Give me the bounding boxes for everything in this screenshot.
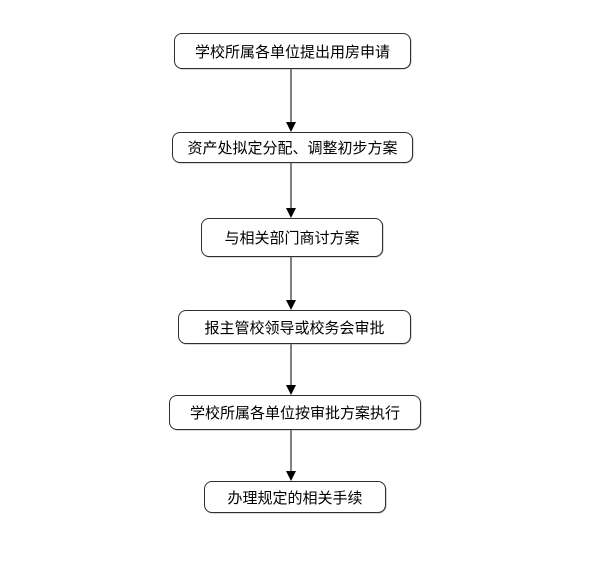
arrow-head-icon: [285, 385, 296, 395]
flow-node-draft-plan: 资产处拟定分配、调整初步方案: [172, 132, 413, 163]
flow-node-housing-request: 学校所属各单位提出用房申请: [174, 33, 411, 69]
arrow-down-connector-3: [285, 257, 296, 310]
arrow-head-icon: [285, 471, 296, 481]
arrow-head-icon: [285, 208, 296, 218]
arrow-head-icon: [285, 300, 296, 310]
connector-line: [289, 344, 292, 385]
flow-node-discuss-plan: 与相关部门商讨方案: [201, 218, 383, 257]
connector-line: [289, 430, 292, 471]
connector-line: [289, 163, 292, 208]
arrow-down-connector-1: [285, 69, 296, 132]
flow-node-complete-procedures: 办理规定的相关手续: [204, 481, 386, 513]
connector-line: [289, 257, 292, 300]
connector-line: [289, 69, 292, 122]
flow-node-execute-plan: 学校所属各单位按审批方案执行: [169, 395, 421, 430]
arrow-down-connector-5: [285, 430, 296, 481]
arrow-down-connector-2: [285, 163, 296, 218]
flow-node-leader-approval: 报主管校领导或校务会审批: [178, 310, 411, 344]
arrow-down-connector-4: [285, 344, 296, 395]
arrow-head-icon: [285, 122, 296, 132]
